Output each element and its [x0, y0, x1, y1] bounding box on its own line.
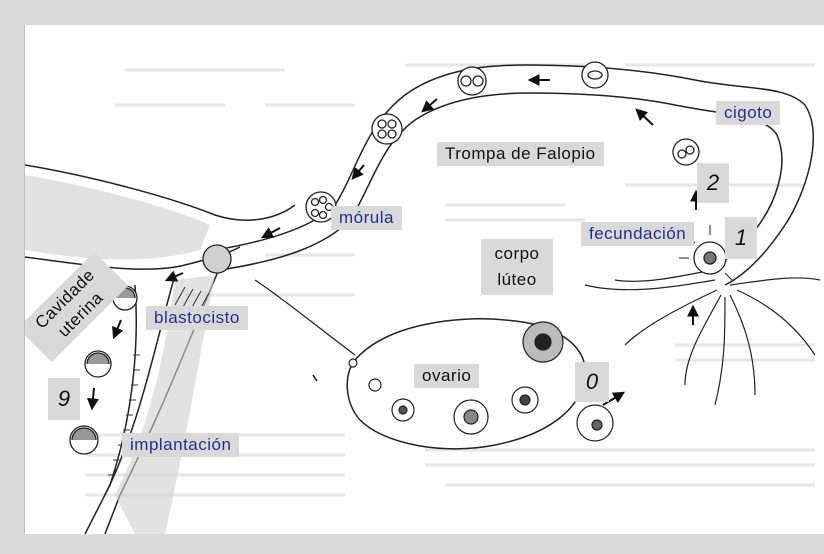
- label-morula: mórula: [331, 206, 402, 230]
- step-number-9: 9: [48, 378, 80, 420]
- step-number-0: 0: [575, 362, 609, 402]
- label-trompa-de-falopio: Trompa de Falopio: [437, 142, 604, 166]
- label-blastocisto: blastocisto: [146, 306, 248, 330]
- diagram-canvas: cigoto Trompa de Falopio mórula fecundac…: [24, 25, 824, 534]
- step-number-2: 2: [697, 163, 729, 203]
- label-implantacion: implantación: [122, 433, 239, 457]
- label-fecundacion: fecundación: [581, 222, 694, 246]
- label-corpo-line2: lúteo: [497, 270, 536, 289]
- label-corpo-luteo: corpo lúteo: [481, 239, 553, 295]
- ovarian-ligament: [255, 280, 355, 355]
- fimbriae: [585, 270, 820, 405]
- label-ovario: ovario: [414, 364, 479, 388]
- reproduction-illustration: [25, 25, 824, 534]
- label-cigoto: cigoto: [716, 101, 780, 125]
- label-corpo-line1: corpo: [494, 244, 539, 263]
- step-number-1: 1: [725, 217, 757, 259]
- small-mark: [313, 375, 317, 381]
